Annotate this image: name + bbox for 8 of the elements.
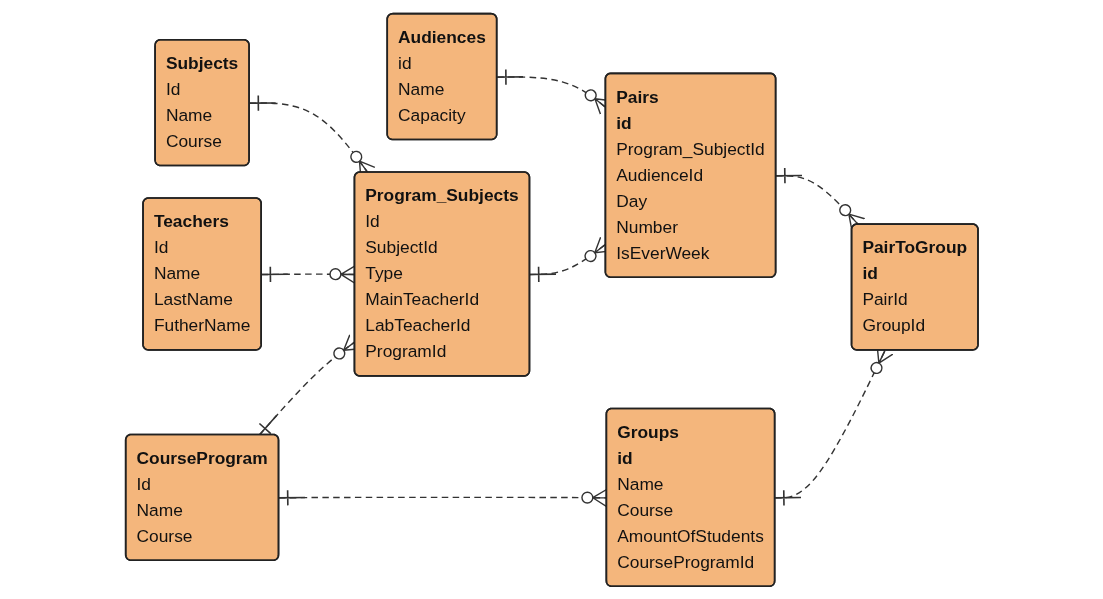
entity-table: Pairs id Program_SubjectId AudienceId Day Number IsEverWeek (604, 72, 777, 278)
entity-table: Program_Subjects Id SubjectId Type MainTeacherId LabTeacherId ProgramId (353, 170, 530, 377)
entity-table: CourseProgram Id Name Course (124, 433, 279, 561)
entity-table: Subjects Id Name Course (153, 38, 250, 166)
entity-table: Audiences id Name Capacity (386, 12, 498, 140)
entity-table: Teachers Id Name LastName FutherName (141, 196, 262, 351)
entity-table: PairToGroup id PairId GroupId (850, 222, 979, 351)
entity-table: Groups id Name Course AmountOfStudents CourseProgramId (605, 407, 776, 587)
